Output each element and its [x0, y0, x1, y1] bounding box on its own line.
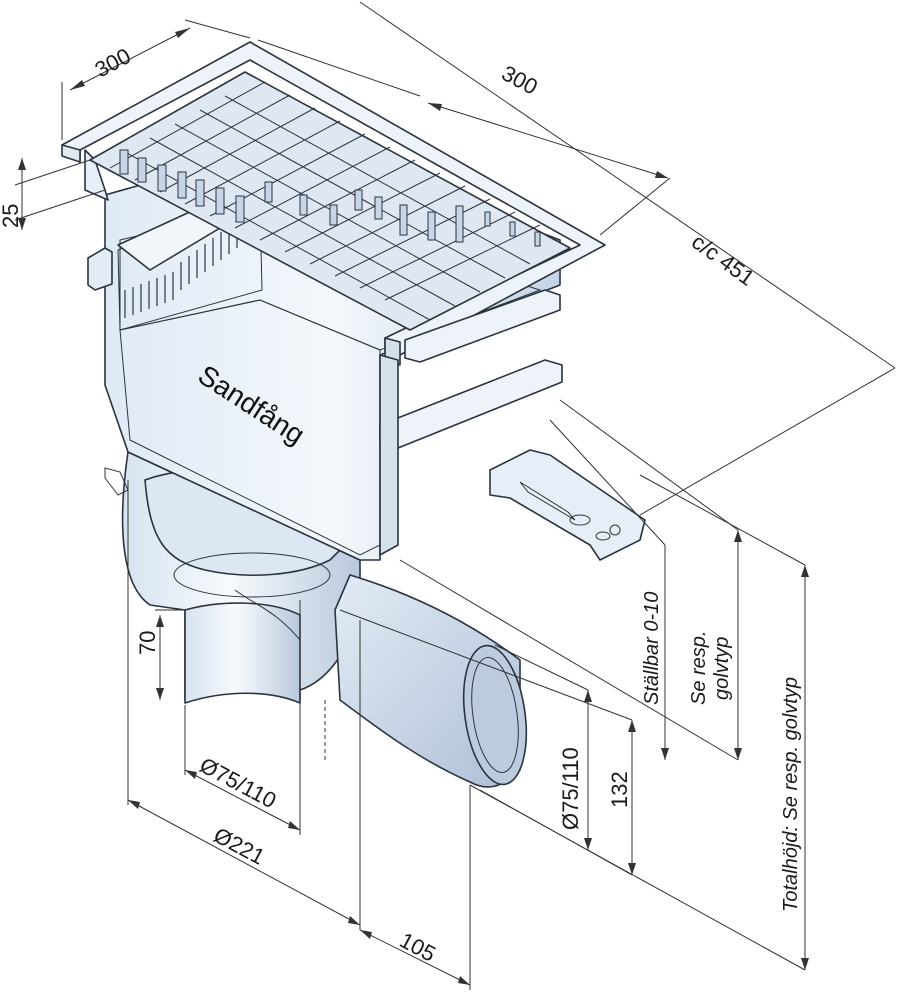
side-outlet-mouth [462, 644, 528, 786]
adjust-bracket [489, 449, 646, 561]
dim-length-top: 300 [498, 60, 542, 99]
grating [89, 71, 571, 331]
dim-outlet-height-132: 132 [607, 771, 632, 808]
support-channel-upper [404, 289, 561, 363]
grating-teeth [119, 149, 541, 247]
dim-rim-height: 25 [0, 204, 23, 228]
vertical-outlet [184, 602, 301, 704]
dim-adjustable: Ställbar 0-10 [641, 592, 663, 705]
dim-outlet-offset: 105 [396, 927, 440, 966]
dim-outlet-side-dia: Ø75/110 [558, 747, 583, 830]
dim-body-dia: Ø221 [210, 822, 269, 869]
dim-cc: c/c 451 [687, 229, 759, 291]
dim-total-height: Totalhöjd: Se resp. golvtyp [780, 677, 802, 912]
dim-outlet-vertical-dia: Ø75/110 [196, 752, 281, 813]
dim-outlet-height-70: 70 [135, 631, 160, 655]
arrow-heads [18, 28, 809, 985]
drain-body [61, 41, 646, 788]
dim-floor-type: Se resp. [688, 631, 710, 705]
dim-width-top: 300 [91, 43, 135, 82]
dim-floor-type-2: golvtyp [711, 637, 733, 700]
dimension-lines [14, 1, 896, 990]
support-channel-lower [379, 359, 563, 449]
